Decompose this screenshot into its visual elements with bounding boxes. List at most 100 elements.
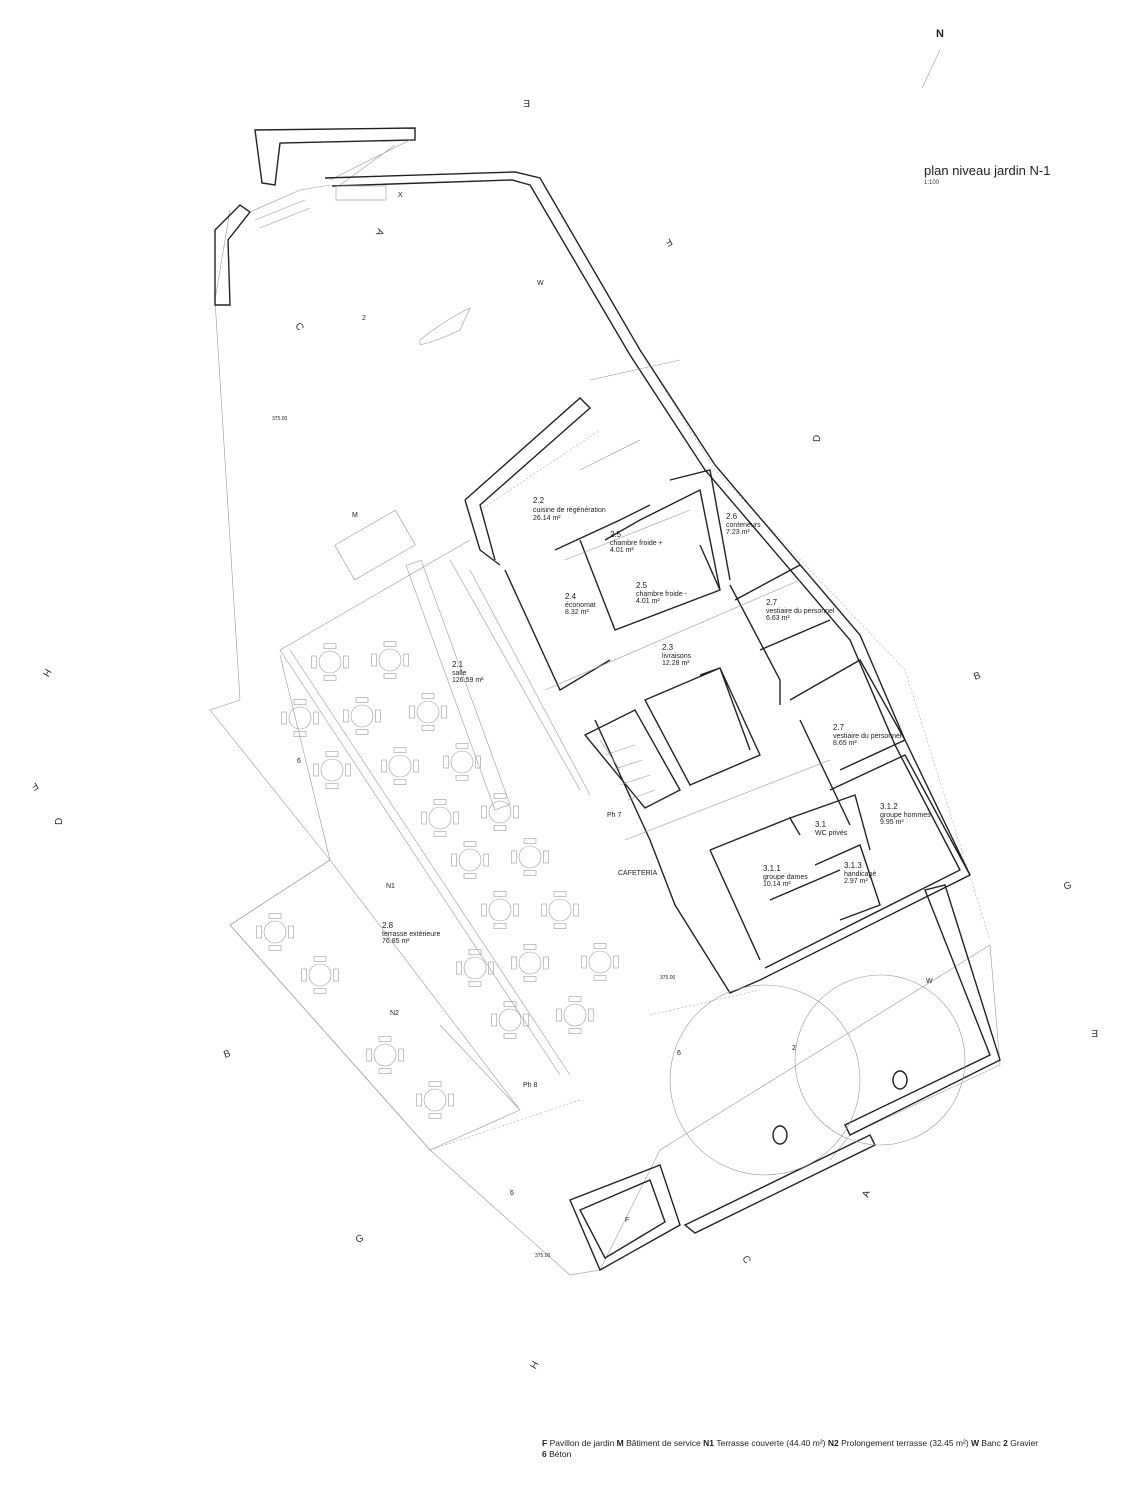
legend-item: N1 Terrasse couverte (44.40 m²) (703, 1438, 828, 1448)
north-label: N (936, 28, 944, 40)
section-marker-b: B (222, 1048, 232, 1061)
bench-wall (405, 559, 511, 811)
room-name: conteneurs (726, 522, 761, 529)
wc-walls (709, 794, 881, 961)
section-marker-a: A (860, 1189, 873, 1199)
room-number: 3.1.3 (844, 861, 862, 870)
room-area: 12.28 m² (662, 660, 690, 667)
terrace-outline (229, 859, 521, 1151)
room-name: salle (452, 670, 467, 677)
room-area: 2.97 m² (844, 878, 868, 885)
label-x: X (398, 192, 403, 199)
room-number: 2.4 (565, 592, 577, 601)
room-area: 9.95 m² (880, 819, 904, 826)
room-area: 10.14 m² (763, 881, 791, 888)
level-mark: 375.00 (272, 416, 288, 422)
legend-text: Pavillon de jardin (549, 1438, 617, 1448)
site-boundary-dash (429, 349, 991, 1151)
label-w: W (926, 978, 933, 985)
label-gravel: 2 (792, 1045, 796, 1052)
room-name: handicapé (844, 871, 876, 878)
table-with-chairs (581, 943, 619, 981)
label-n1: N1 (386, 883, 395, 890)
section-marker-g: G (1062, 880, 1073, 893)
legend-key: W (971, 1438, 982, 1448)
table-with-chairs (311, 643, 349, 681)
label-cafeteria: CAFETERIA (618, 870, 658, 877)
section-marker-e: E (1091, 1027, 1098, 1038)
room-area: 4.01 m² (636, 598, 660, 605)
plan-title: plan niveau jardin N-1 (924, 163, 1051, 178)
room-number: 2.5 (610, 530, 622, 539)
table-with-chairs (256, 913, 294, 951)
interior-partitions (279, 359, 831, 841)
tree-canopy (669, 984, 861, 1176)
label-concrete: 6 (677, 1050, 681, 1057)
table-with-chairs (451, 841, 489, 879)
label-gravel: 2 (362, 315, 366, 322)
table-with-chairs (409, 693, 447, 731)
room-name: cuisine de régénération (533, 507, 606, 514)
table-with-chairs (281, 699, 319, 737)
table-with-chairs (421, 799, 459, 837)
section-marker-h: H (527, 1359, 540, 1371)
legend-item: W Banc (971, 1438, 1003, 1448)
legend-text: Gravier (1010, 1438, 1039, 1448)
tree-canopy (794, 974, 966, 1146)
legend-key: 6 (542, 1449, 550, 1459)
room-number: 2.3 (662, 643, 674, 652)
room-number: 3.1.2 (880, 802, 898, 811)
legend-key: N1 (703, 1438, 717, 1448)
room-area: 7.23 m² (726, 529, 750, 536)
east-wall (683, 884, 1001, 1234)
room-area: 126.59 m² (452, 677, 484, 684)
garden-pavilion (569, 1164, 681, 1271)
north-arrow-line (921, 49, 941, 89)
stone (892, 1070, 908, 1090)
table-with-chairs (456, 949, 494, 987)
room-area: 8.32 m² (565, 609, 589, 616)
building-wall-inner (331, 179, 961, 969)
room-area: 6.63 m² (766, 615, 790, 622)
label-concrete: 6 (297, 758, 301, 765)
room-labels: 2.2 cuisine de régénération 26.14 m² 2.5… (382, 496, 931, 945)
table-with-chairs (443, 743, 481, 781)
room-number: 2.2 (533, 496, 545, 505)
level-mark: 375.00 (660, 975, 676, 981)
salle-facade (279, 649, 571, 1076)
table-with-chairs (343, 697, 381, 735)
table-with-chairs (481, 793, 519, 831)
label-concrete: 6 (510, 1190, 514, 1197)
legend-item: 2 Gravier (1003, 1438, 1038, 1448)
table-with-chairs (481, 891, 519, 929)
stone (772, 1125, 788, 1145)
zone-labels: X W W 2 2 M 6 6 6 N1 N2 F CAFETERIA Ph 7… (272, 192, 933, 1259)
room-number: 2.8 (382, 921, 394, 930)
section-marker-f: F (663, 235, 674, 248)
room-name: économat (565, 602, 596, 609)
level-mark: 375.00 (535, 1253, 551, 1259)
garden-stone-bench (419, 307, 471, 346)
room-area: 76.85 m² (382, 938, 410, 945)
section-marker-d: D (54, 818, 65, 825)
section-marker-g: G (354, 1233, 365, 1246)
table-with-chairs (491, 1001, 529, 1039)
table-with-chairs (371, 641, 409, 679)
room-area: 26.14 m² (533, 515, 561, 522)
label-photo-7: Ph 7 (607, 812, 622, 819)
boxes-x (335, 185, 387, 201)
legend-key: M (616, 1438, 627, 1448)
room-number: 3.1.1 (763, 864, 781, 873)
room-name: vestiaire du personnel (833, 733, 902, 740)
room-name: WC privés (815, 830, 848, 837)
table-with-chairs (381, 747, 419, 785)
room-name: vestiaire du personnel (766, 608, 835, 615)
label-photo-8: Ph 8 (523, 1082, 538, 1089)
room-number: 2.7 (833, 723, 845, 732)
room-area: 4.01 m² (610, 547, 634, 554)
room-name: livraisons (662, 653, 692, 660)
legend-text: Terrasse couverte (44.40 m²) (716, 1438, 828, 1448)
stair-treads (599, 739, 656, 801)
table-with-chairs (511, 944, 549, 982)
